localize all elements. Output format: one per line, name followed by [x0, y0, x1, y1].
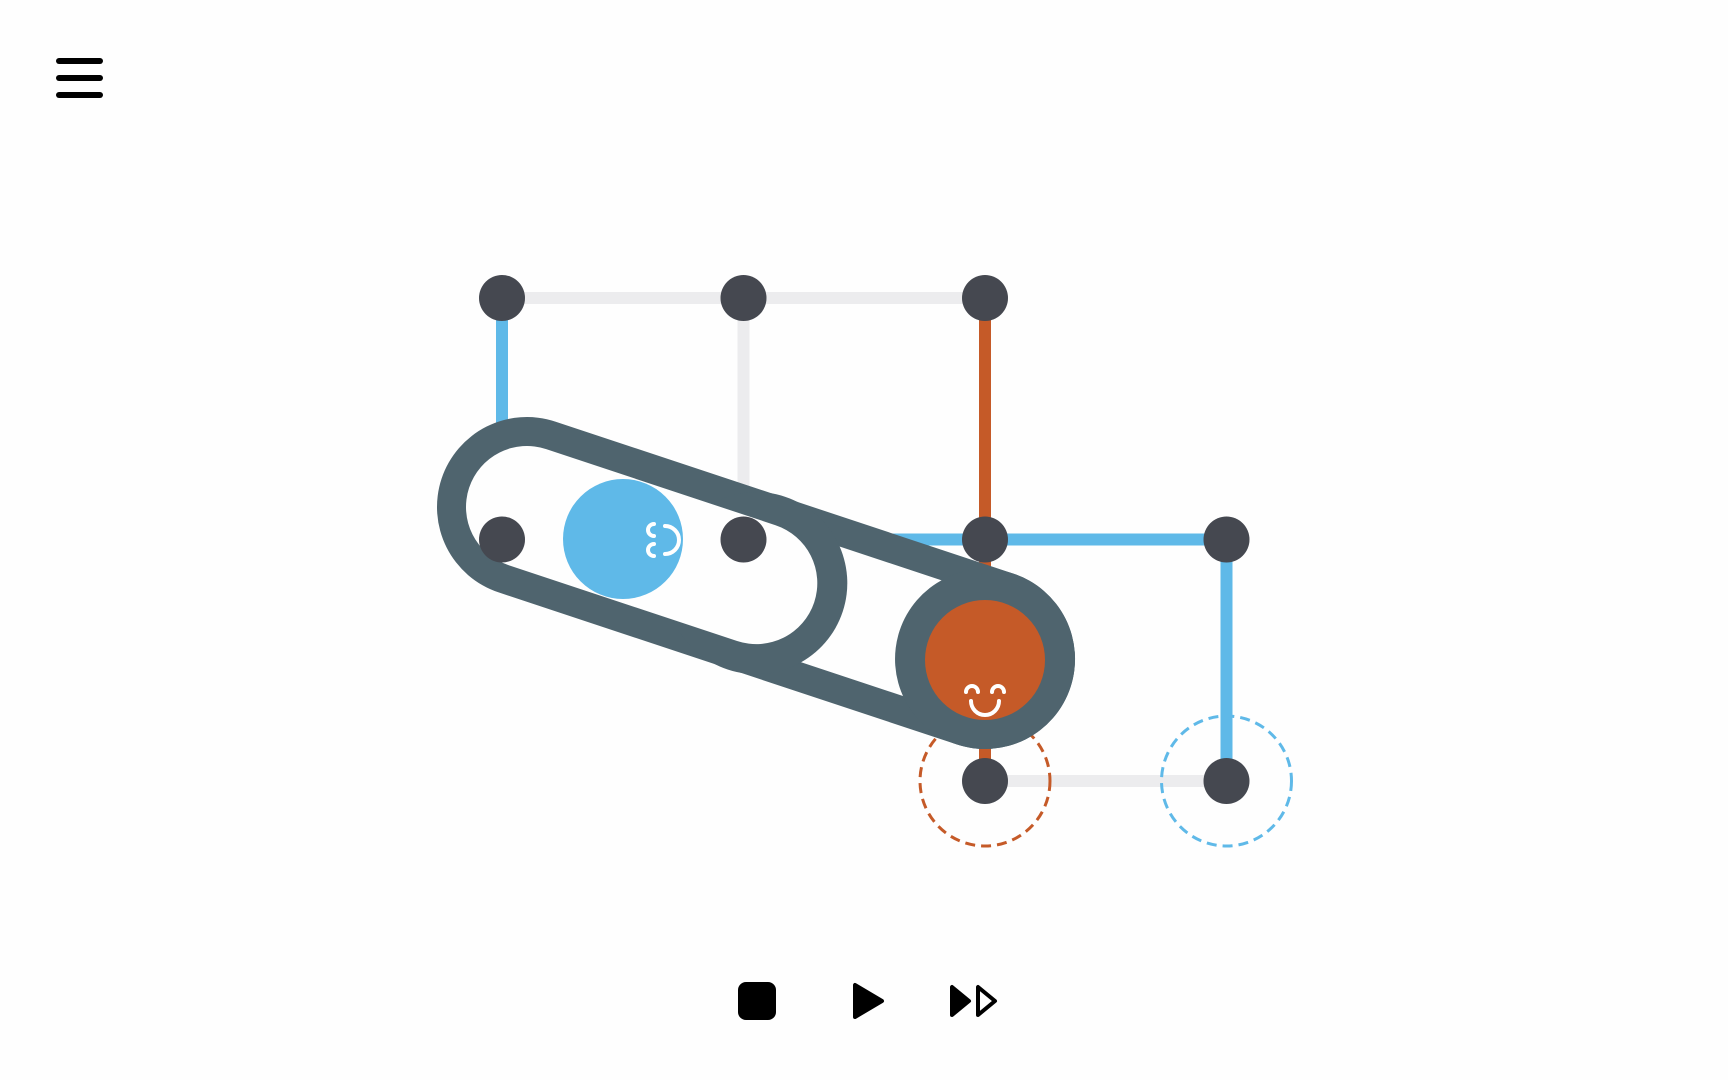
board-node [1203, 516, 1250, 563]
blue-character[interactable] [563, 479, 683, 599]
stop-button[interactable] [738, 982, 776, 1020]
stop-icon [738, 982, 776, 1020]
orange-character[interactable] [925, 600, 1045, 720]
board-nodes [479, 275, 1250, 804]
play-button[interactable] [853, 983, 884, 1019]
smile-face-icon [964, 684, 1006, 717]
play-icon [853, 983, 884, 1019]
board-node [479, 516, 525, 563]
board-node [479, 275, 525, 321]
sideways-smile-face-icon [646, 522, 681, 558]
board-node [962, 758, 1008, 804]
fast-forward-button[interactable] [950, 985, 997, 1017]
board-node [720, 275, 767, 321]
board-node [962, 516, 1008, 563]
blue-character-body [563, 479, 683, 599]
blue-target-zone [1160, 714, 1293, 848]
orange-character-body [925, 600, 1045, 720]
fast-forward-icon [950, 985, 997, 1017]
board-node [962, 275, 1008, 321]
board-node [1203, 758, 1250, 804]
hamburger-menu-icon [56, 58, 103, 98]
menu-button[interactable] [50, 50, 110, 105]
board-node [720, 516, 767, 563]
